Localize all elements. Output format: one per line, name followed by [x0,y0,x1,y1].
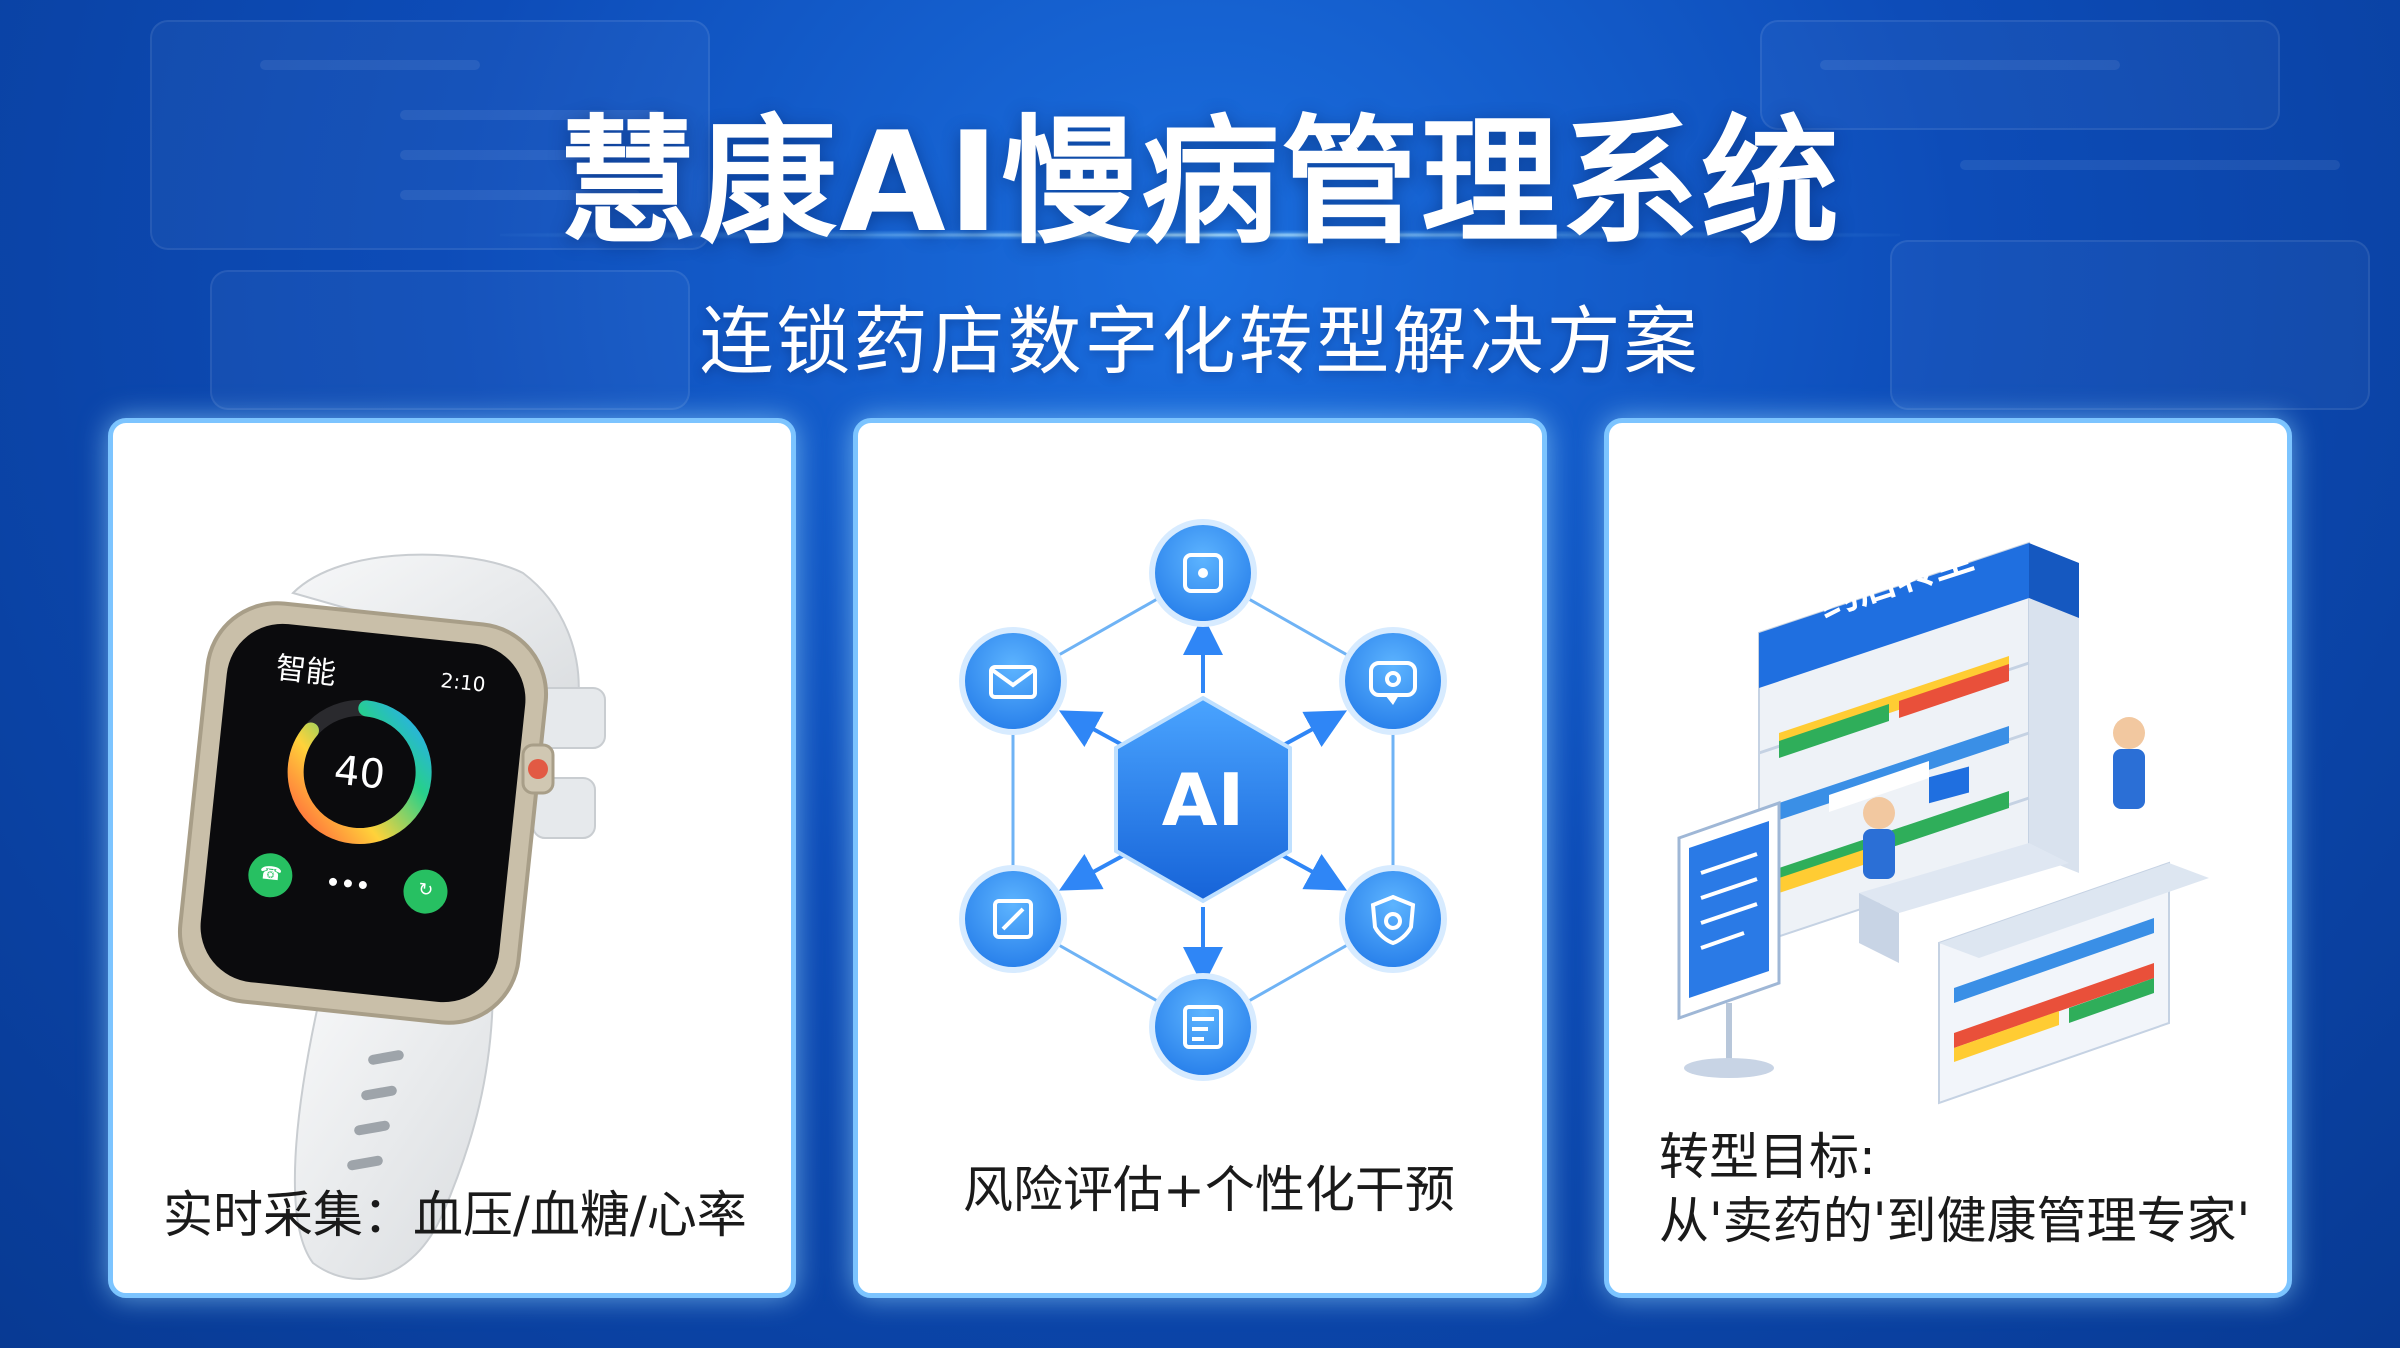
page-title: 慧康AI慢病管理系统 [558,102,1842,263]
pharmacy-illustration [1677,541,2209,1105]
call-icon: ☎ [258,862,283,886]
caption-line-1: 转型目标: [1659,1128,1876,1186]
card-caption: 实时采集：血压/血糖/心率 [163,1186,747,1244]
watch-value: 40 [331,747,388,799]
smartwatch-illustration [177,553,606,1280]
card-realtime-collection: 智能 2:10 40 ☎ ↻ 实时采集：血压/血糖/心率 [108,418,796,1298]
edit-icon [965,871,1061,967]
activity-ring [248,700,448,914]
card-caption: 转型目标: 从'卖药的'到健康管理专家' [1659,1125,2250,1253]
title-glow [500,230,1900,240]
chat-icon [1345,633,1441,729]
card-transformation-goal: 药店转型 转型目标: 从'卖药的'到健康管理专家' [1604,418,2292,1298]
scan-icon [1155,525,1251,621]
ai-hub-label: AI [1161,758,1245,842]
page-subtitle: 连锁药店数字化转型解决方案 [699,299,1701,385]
refresh-icon: ↻ [417,878,435,902]
shield-icon [1345,871,1441,967]
document-icon [1155,979,1251,1075]
card-caption: 风险评估+个性化干预 [963,1161,1455,1219]
message-icon [965,633,1061,729]
card-risk-assessment: AI 风险评估+个性化干预 [853,418,1547,1298]
caption-line-2: 从'卖药的'到健康管理专家' [1659,1192,2251,1250]
watch-screen: 智能 2:10 40 ☎ ↻ [221,610,514,965]
